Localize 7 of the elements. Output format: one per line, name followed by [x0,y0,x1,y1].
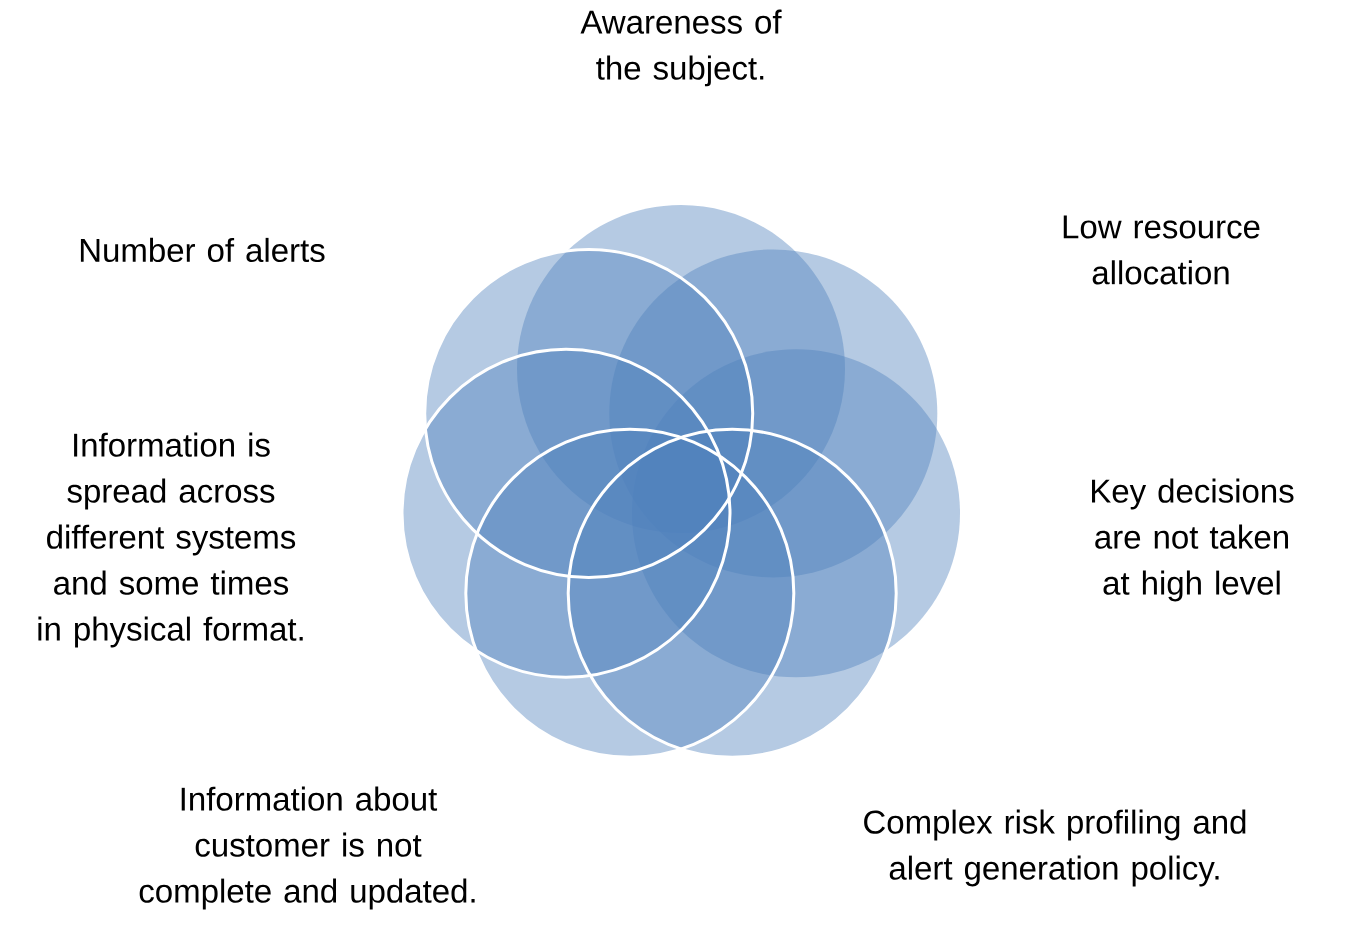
label-text: Information about customer is not complete and updated. [139,786,475,910]
label-text: Information is spread across different systems and some times in physical format. [38,432,303,648]
label-text: Number of alerts [80,237,325,263]
label-text: Low resource allocation [1063,215,1260,285]
label-text: Key decisions are not taken at high level [1092,478,1294,602]
label-text: Awareness of the subject. [580,9,782,87]
label-text: Complex risk profiling and alert generation policy. [864,809,1246,887]
